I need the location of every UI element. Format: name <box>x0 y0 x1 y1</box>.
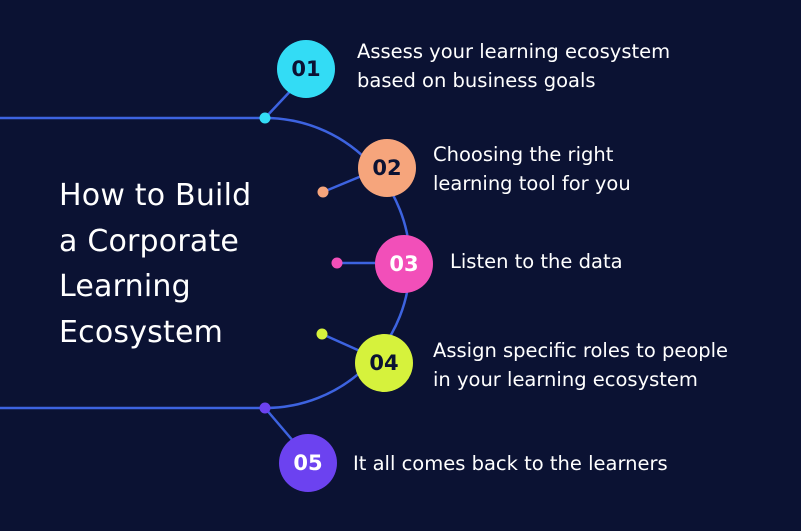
title-line: Ecosystem <box>59 314 224 350</box>
step4-line: in your learning ecosystem <box>433 368 698 391</box>
step5-dot <box>259 402 271 414</box>
step3-badge: 03 <box>375 235 433 293</box>
step4-connector <box>321 332 361 353</box>
step3-text: Listen to the data <box>450 247 623 276</box>
step4-dot <box>316 328 328 340</box>
title-line: How to Build <box>59 178 252 213</box>
step2-badge: 02 <box>358 139 416 197</box>
step5-connector <box>264 407 295 443</box>
step4-text: Assign specific roles to people in your … <box>433 336 728 394</box>
step5-line: It all comes back to the learners <box>353 452 668 475</box>
title-line: Learning <box>59 269 191 304</box>
step4-badge: 04 <box>355 334 413 392</box>
step2-line: learning tool for you <box>433 172 631 195</box>
step2-text: Choosing the right learning tool for you <box>433 140 631 198</box>
step2-dot <box>317 186 329 198</box>
diagram-title: How to Build a Corporate Learning Ecosys… <box>59 173 299 355</box>
step3-line: Listen to the data <box>450 250 623 273</box>
step3-dot <box>331 257 343 269</box>
step1-badge: 01 <box>277 40 335 98</box>
step1-line: Assess your learning ecosystem <box>357 40 671 63</box>
step1-text: Assess your learning ecosystem based on … <box>357 37 670 95</box>
step5-text: It all comes back to the learners <box>353 449 668 478</box>
step5-badge: 05 <box>279 434 337 492</box>
title-line: a Corporate <box>59 223 240 259</box>
step2-connector <box>322 173 365 194</box>
step2-line: Choosing the right <box>433 143 614 166</box>
step1-line: based on business goals <box>357 69 596 92</box>
step1-dot <box>259 112 271 124</box>
step4-line: Assign specific roles to people <box>433 339 729 362</box>
